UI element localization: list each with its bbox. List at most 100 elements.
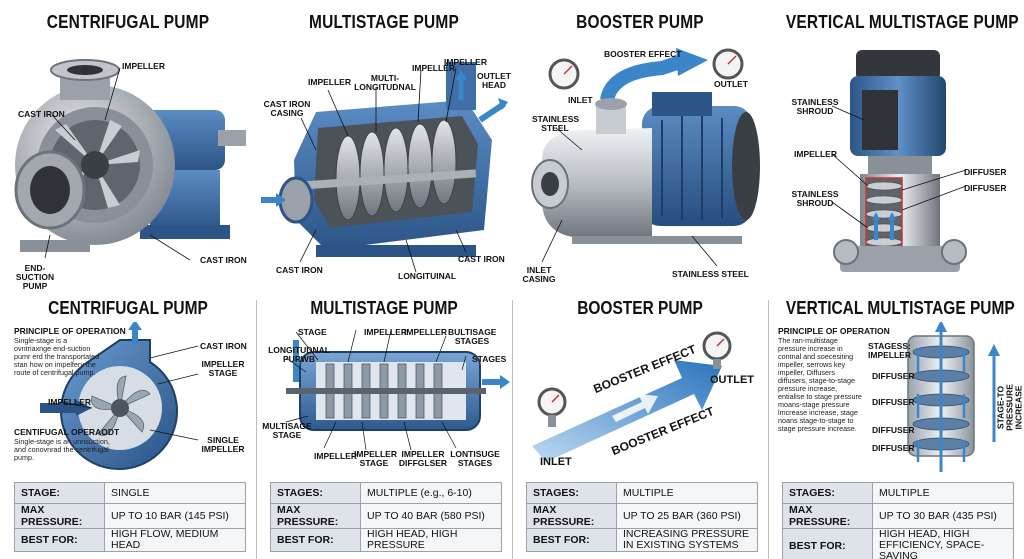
spec-value: UP TO 10 BAR (145 PSI) <box>104 503 246 529</box>
label-impeller-diffuser: IMPELLER DIFFGLSER <box>398 449 448 468</box>
spec-value: MULTIPLE <box>616 482 758 504</box>
label-stainless-shroud: STAINLESS SHROUD <box>791 189 839 208</box>
label-impeller-stage: IMPELLER STAGE <box>354 449 397 468</box>
spec-key: BEST FOR: <box>14 528 105 552</box>
spec-key: MAX PRESSURE: <box>782 503 873 529</box>
label-impeller: IMPELLER <box>444 57 487 67</box>
spec-key: BEST FOR: <box>782 528 873 559</box>
label-inlet: INLET <box>540 456 572 468</box>
section-title: BOOSTER PUMP <box>577 298 703 318</box>
label-diffuser: DIFFUSER <box>964 167 1007 177</box>
spec-row: MAX PRESSURE:UP TO 25 BAR (360 PSI) <box>526 503 758 529</box>
label-diffuser: DIFFUSER <box>872 443 915 453</box>
label-impeller-stage: IMPELLER STAGE <box>201 359 245 378</box>
spec-row: BEST FOR:HIGH HEAD, HIGH PRESSURE <box>270 528 502 552</box>
spec-value: MULTIPLE (e.g., 6-10) <box>360 482 502 504</box>
label-impeller: IMPELLER <box>412 63 455 73</box>
label-longitudinal: LONGITUINAL <box>398 271 457 281</box>
spec-row: STAGES:MULTIPLE (e.g., 6-10) <box>270 482 502 504</box>
spec-key: MAX PRESSURE: <box>14 503 105 529</box>
spec-value: HIGH FLOW, MEDIUM HEAD <box>104 528 246 552</box>
label-inlet-casing: INLET CASING <box>522 265 556 284</box>
label-stainless-shroud: STAINLESS SHROUD <box>791 97 839 116</box>
label-cast-iron: CAST IRON <box>276 265 323 275</box>
column-multistage: MULTISTAGE PUMP IMPELLER MULTI- LONGITUD… <box>256 0 512 559</box>
principle-text: The ran-multistage pressure increase in … <box>778 336 862 433</box>
column-booster: BOOSTER PUMP BOOSTER EFFECT INLET OUTLE <box>512 0 768 559</box>
section-title: VERTICAL MULTISTAGE PUMP <box>785 298 1015 318</box>
spec-key: BEST FOR: <box>270 528 361 552</box>
column-title: VERTICAL MULTISTAGE PUMP <box>785 12 1019 32</box>
label-cast-iron: CAST IRON <box>458 254 505 264</box>
label-multi-longitudinal: MULTI- LONGITUDNAL <box>354 73 416 92</box>
spec-value: UP TO 25 BAR (360 PSI) <box>616 503 758 529</box>
section-title: MULTISTAGE PUMP <box>310 298 458 318</box>
label-cast-iron-casing: CAST IRON CASING <box>263 99 311 118</box>
label-lontisuge-stages: LONTISUGE STAGES <box>450 449 500 468</box>
label-principle-heading: PRINCIPLE OF OPERATION <box>14 326 126 336</box>
section-title: CENTRIFUGAL PUMP <box>48 298 208 318</box>
spec-value: INCREASING PRESSURE IN EXISTING SYSTEMS <box>616 528 758 552</box>
spec-row: STAGES:MULTIPLE <box>782 482 1014 504</box>
column-divider <box>768 300 769 559</box>
label-impeller: IMPELLER <box>308 77 351 87</box>
spec-value: UP TO 40 BAR (580 PSI) <box>360 503 502 529</box>
label-stagess-impeller: STAGESS: IMPELLER <box>868 341 911 360</box>
column-title: BOOSTER PUMP <box>576 12 704 32</box>
label-outlet: OUTLET <box>710 374 754 386</box>
label-outlet: OUTLET <box>714 79 748 89</box>
label-stages: STAGES <box>472 354 507 364</box>
spec-value: SINGLE <box>104 482 246 504</box>
label-bultisage-stages: BULTISAGE STAGES <box>448 327 497 346</box>
label-impeller: IMPELLER <box>364 327 407 337</box>
label-cast-iron: CAST IRON <box>18 109 65 119</box>
label-cast-iron: CAST IRON <box>200 255 247 265</box>
spec-key: BEST FOR: <box>526 528 617 552</box>
label-diffuser: DIFFUSER <box>872 397 915 407</box>
label-impeller: IMPELLER <box>794 149 837 159</box>
vertical-multistage-pump-illustration <box>831 50 967 272</box>
multistage-pump-flow-diagram <box>285 329 510 451</box>
spec-value: HIGH HEAD, HIGH PRESSURE <box>360 528 502 552</box>
booster-pump-illustration <box>531 48 760 267</box>
vertical-stage-pressure-diagram <box>907 322 1000 472</box>
spec-key: STAGE: <box>14 482 105 504</box>
spec-key: MAX PRESSURE: <box>270 503 361 529</box>
label-operation-heading: CENTIFUGAL OPERAODT <box>14 427 120 437</box>
spec-row: STAGE:SINGLE <box>14 482 246 504</box>
spec-row: BEST FOR:HIGH FLOW, MEDIUM HEAD <box>14 528 246 552</box>
spec-row: STAGES:MULTIPLE <box>526 482 758 504</box>
centrifugal-pump-flow-diagram <box>40 322 199 471</box>
spec-value: UP TO 30 BAR (435 PSI) <box>872 503 1014 529</box>
label-inlet: INLET <box>568 95 593 105</box>
label-diffuser: DIFFUSER <box>872 371 915 381</box>
spec-table: STAGE:SINGLE MAX PRESSURE:UP TO 10 BAR (… <box>14 482 246 552</box>
label-stage: STAGE <box>298 327 327 337</box>
booster-effect-diagram <box>532 331 732 462</box>
spec-key: STAGES: <box>782 482 873 504</box>
column-divider <box>256 300 257 559</box>
label-impeller: IMPELLER <box>48 397 91 407</box>
spec-row: MAX PRESSURE:UP TO 10 BAR (145 PSI) <box>14 503 246 529</box>
label-diffuser: DIFFUSER <box>872 425 915 435</box>
label-booster-effect: BOOSTER EFFECT <box>604 49 682 59</box>
spec-row: MAX PRESSURE:UP TO 30 BAR (435 PSI) <box>782 503 1014 529</box>
spec-key: STAGES: <box>270 482 361 504</box>
spec-value: MULTIPLE <box>872 482 1014 504</box>
column-title: CENTRIFUGAL PUMP <box>46 12 210 32</box>
label-impeller: IMPELLER <box>122 61 165 71</box>
label-outlet-head: OUTLET HEAD <box>477 71 511 90</box>
principle-text: Single-stage is a ovntriaxnge end-suctio… <box>14 336 100 377</box>
column-divider <box>512 300 513 559</box>
label-cast-iron: CAST IRON <box>200 341 247 351</box>
spec-table: STAGES:MULTIPLE MAX PRESSURE:UP TO 30 BA… <box>782 482 1014 559</box>
spec-value: HIGH HEAD, HIGH EFFICIENCY, SPACE-SAVING <box>872 528 1014 559</box>
column-title: MULTISTAGE PUMP <box>309 12 459 32</box>
spec-table: STAGES:MULTIPLE (e.g., 6-10) MAX PRESSUR… <box>270 482 502 552</box>
label-end-suction-pump: END-SUCTION PUMP <box>15 263 55 291</box>
label-longitudinal-purwb: LONGITUDNAL PURWB <box>268 345 330 364</box>
label-impeller: IMPELLER <box>314 451 357 461</box>
label-stainless-steel: STAINLESS STEEL <box>532 114 580 133</box>
label-stage-to-pressure-increase: STAGE-TO PRESSURE INCREASE <box>995 384 1024 431</box>
label-principle-heading: PRINCIPLE OF OPERATION <box>778 326 890 336</box>
